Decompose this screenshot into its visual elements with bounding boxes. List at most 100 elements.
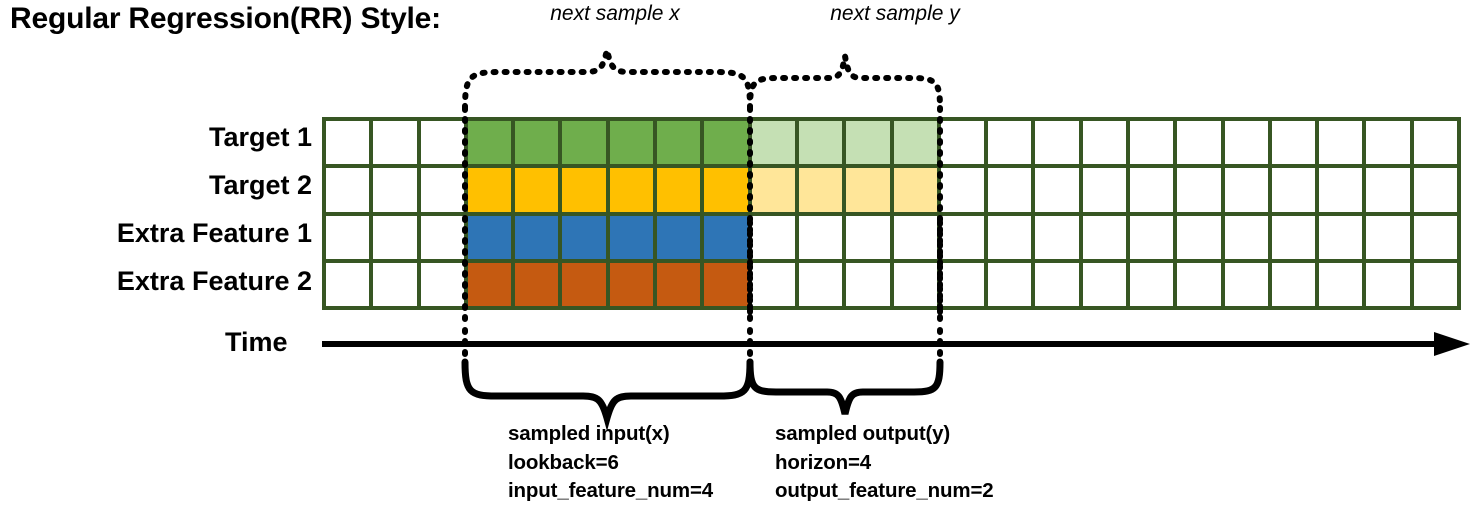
grid-cell-empty [1129,121,1174,165]
grid-cell-empty [326,262,370,306]
grid-cell-output [846,121,890,165]
grid-cell-empty [1319,168,1363,212]
grid-cell-empty [988,215,1032,259]
grid-cell-empty [1366,168,1410,212]
grid-cell-empty [1319,121,1363,165]
grid-cell-output [798,168,843,212]
grid-cell-output [751,168,795,212]
grid-cell-output [798,121,843,165]
grid-cell-empty [1366,215,1410,259]
grid-cell-empty [751,215,795,259]
grid-cell-empty [326,215,370,259]
grid-cell-empty [940,262,985,306]
grid-cell-empty [1129,168,1174,212]
grid-cell-empty [1129,215,1174,259]
grid-cell-empty [1413,168,1457,212]
grid-cell-output [846,168,890,212]
grid-cell-input [515,121,559,165]
grid-cell-empty [326,121,370,165]
grid-cell-input [609,121,654,165]
sampled-output-horizon: horizon=4 [775,450,872,474]
grid-cell-empty [1035,262,1079,306]
grid-cell-empty [1224,121,1268,165]
grid-cell-empty [751,262,795,306]
grid-cell-empty [373,262,417,306]
grid-cell-input [562,215,606,259]
grid-cell-empty [1319,215,1363,259]
grid-cell-empty [1224,262,1268,306]
grid-cell-empty [1082,121,1126,165]
grid-cell-empty [1271,215,1316,259]
sampled-input-title: sampled input(x) [508,422,670,445]
grid-cell-input [467,168,512,212]
grid-cell-empty [1224,168,1268,212]
sampled-output-title: sampled output(y) [775,422,951,445]
grid-cell-empty [420,168,464,212]
grid-cell-input [609,262,654,306]
grid-cell-output [751,121,795,165]
grid-cell-empty [940,168,985,212]
grid-cell-empty [1082,168,1126,212]
grid-cell-input [515,215,559,259]
grid-cell-empty [1271,121,1316,165]
row-label-extra-feature-2: Extra Feature 2 [116,266,312,296]
row-label-target-2: Target 2 [208,170,312,200]
grid-cell-input [609,168,654,212]
grid-cell-empty [988,262,1032,306]
time-axis-label: Time [225,327,288,357]
next-sample-x-label: next sample x [550,2,680,25]
grid-cell-input [704,121,748,165]
grid-cell-empty [1177,121,1221,165]
sampled-input-features: input_feature_num=4 [508,479,714,503]
grid-cell-empty [373,121,417,165]
grid-cell-empty [1082,262,1126,306]
page-title: Regular Regression(RR) Style: [10,2,441,35]
grid-cell-empty [1035,215,1079,259]
grid-cell-input [515,168,559,212]
grid-cell-empty [326,168,370,212]
grid-cell-input [657,121,701,165]
grid-cell-empty [1413,215,1457,259]
grid-cell-input [657,215,701,259]
sampled-output-description: sampled output(y) horizon=4 output_featu… [775,420,994,506]
grid-cell-empty [988,168,1032,212]
grid-cell-input [562,121,606,165]
time-axis-arrow [322,332,1470,356]
grid-cell-empty [893,262,937,306]
grid-cell-input [562,262,606,306]
grid-cell-input [704,168,748,212]
grid-cell-input [609,215,654,259]
grid-cell-empty [1271,262,1316,306]
grid-cell-empty [988,121,1032,165]
grid-cell-empty [846,215,890,259]
row-label-extra-feature-1: Extra Feature 1 [116,218,312,248]
grid-cell-empty [1129,262,1174,306]
sampled-output-features: output_feature_num=2 [775,479,994,503]
grid-cell-empty [1413,262,1457,306]
grid-cell-empty [846,262,890,306]
grid-cell-empty [1271,168,1316,212]
grid-cell-empty [1224,215,1268,259]
sampled-input-lookback: lookback=6 [508,450,619,474]
grid-cell-empty [893,215,937,259]
timeline-grid [322,117,1461,310]
row-label-target-1: Target 1 [208,122,312,152]
grid-cell-empty [798,215,843,259]
grid-cell-empty [940,215,985,259]
grid-cell-empty [420,121,464,165]
grid-cell-input [562,168,606,212]
grid-cell-input [515,262,559,306]
grid-cell-output [893,121,937,165]
grid-cell-empty [373,215,417,259]
grid-cell-empty [1082,215,1126,259]
grid-cell-input [657,168,701,212]
grid-cell-input [704,262,748,306]
grid-cell-empty [798,262,843,306]
grid-cell-empty [1366,121,1410,165]
grid-cell-empty [373,168,417,212]
grid-cell-empty [1177,168,1221,212]
grid-cell-input [704,215,748,259]
grid-cell-empty [1366,262,1410,306]
grid-cell-empty [1177,262,1221,306]
